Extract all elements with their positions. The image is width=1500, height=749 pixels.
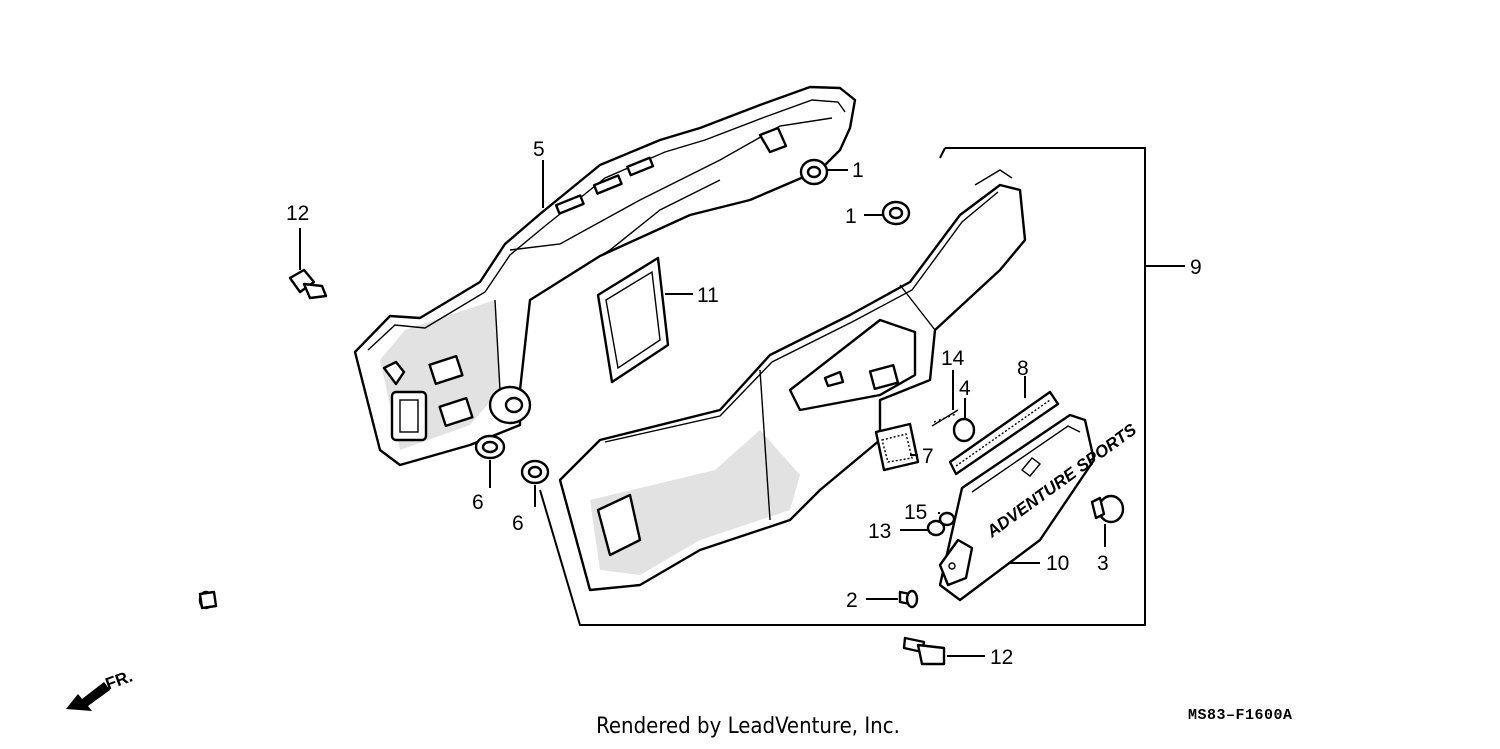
callout-5: 5 (533, 138, 545, 161)
right-side-cover-part-10 (558, 169, 1027, 592)
callout-8: 7 (922, 445, 934, 468)
grommet-part-1-upper (799, 158, 829, 186)
callout-4: 4 (959, 377, 971, 400)
callout-7: 10 (1046, 552, 1069, 575)
front-direction-arrow: FR. (66, 667, 135, 711)
leader-lines (299, 147, 1185, 657)
seal-strip-part-9 (948, 390, 1060, 476)
callout-2: 2 (846, 589, 858, 612)
tie-part-14 (931, 409, 959, 427)
callout-10: 9 (1190, 256, 1202, 279)
clip-part-3 (1090, 494, 1125, 524)
callout-13: 13 (868, 520, 891, 543)
callout-1-lower: 1 (845, 205, 857, 228)
left-side-cover-part-5 (353, 85, 857, 467)
callout-3: 3 (1097, 552, 1109, 575)
grommet-part-6-right (520, 459, 550, 485)
callout-9: 8 (1017, 357, 1029, 380)
grommet-part-1-lower (881, 200, 911, 226)
callout-11: 11 (697, 284, 719, 307)
callout-1-upper: 1 (852, 159, 864, 182)
callout-6-left: 6 (472, 491, 484, 514)
pad-part-8 (874, 422, 920, 472)
grommet-part-6-left (474, 434, 506, 460)
screw-part-2-real (898, 589, 919, 609)
bolt-part-12-left (288, 268, 328, 300)
diagram-code: MS83–F1600A (1188, 707, 1293, 724)
callout-12-bottom: 12 (990, 646, 1013, 669)
caution-label-part-11 (596, 256, 670, 384)
front-arrow-label: FR. (103, 667, 135, 694)
callout-12-left: 12 (286, 202, 309, 225)
callout-6-right: 6 (512, 512, 524, 535)
bolt-part-12-bottom (902, 636, 946, 666)
callout-14: 14 (941, 347, 965, 370)
nut-part-15 (938, 511, 956, 527)
washer-part-13 (926, 519, 946, 537)
washer-part-4 (952, 417, 976, 443)
callout-15: 15 (904, 501, 927, 524)
screw-part-2 (198, 590, 218, 610)
footer-credit: Rendered by LeadVenture, Inc. (596, 714, 900, 739)
